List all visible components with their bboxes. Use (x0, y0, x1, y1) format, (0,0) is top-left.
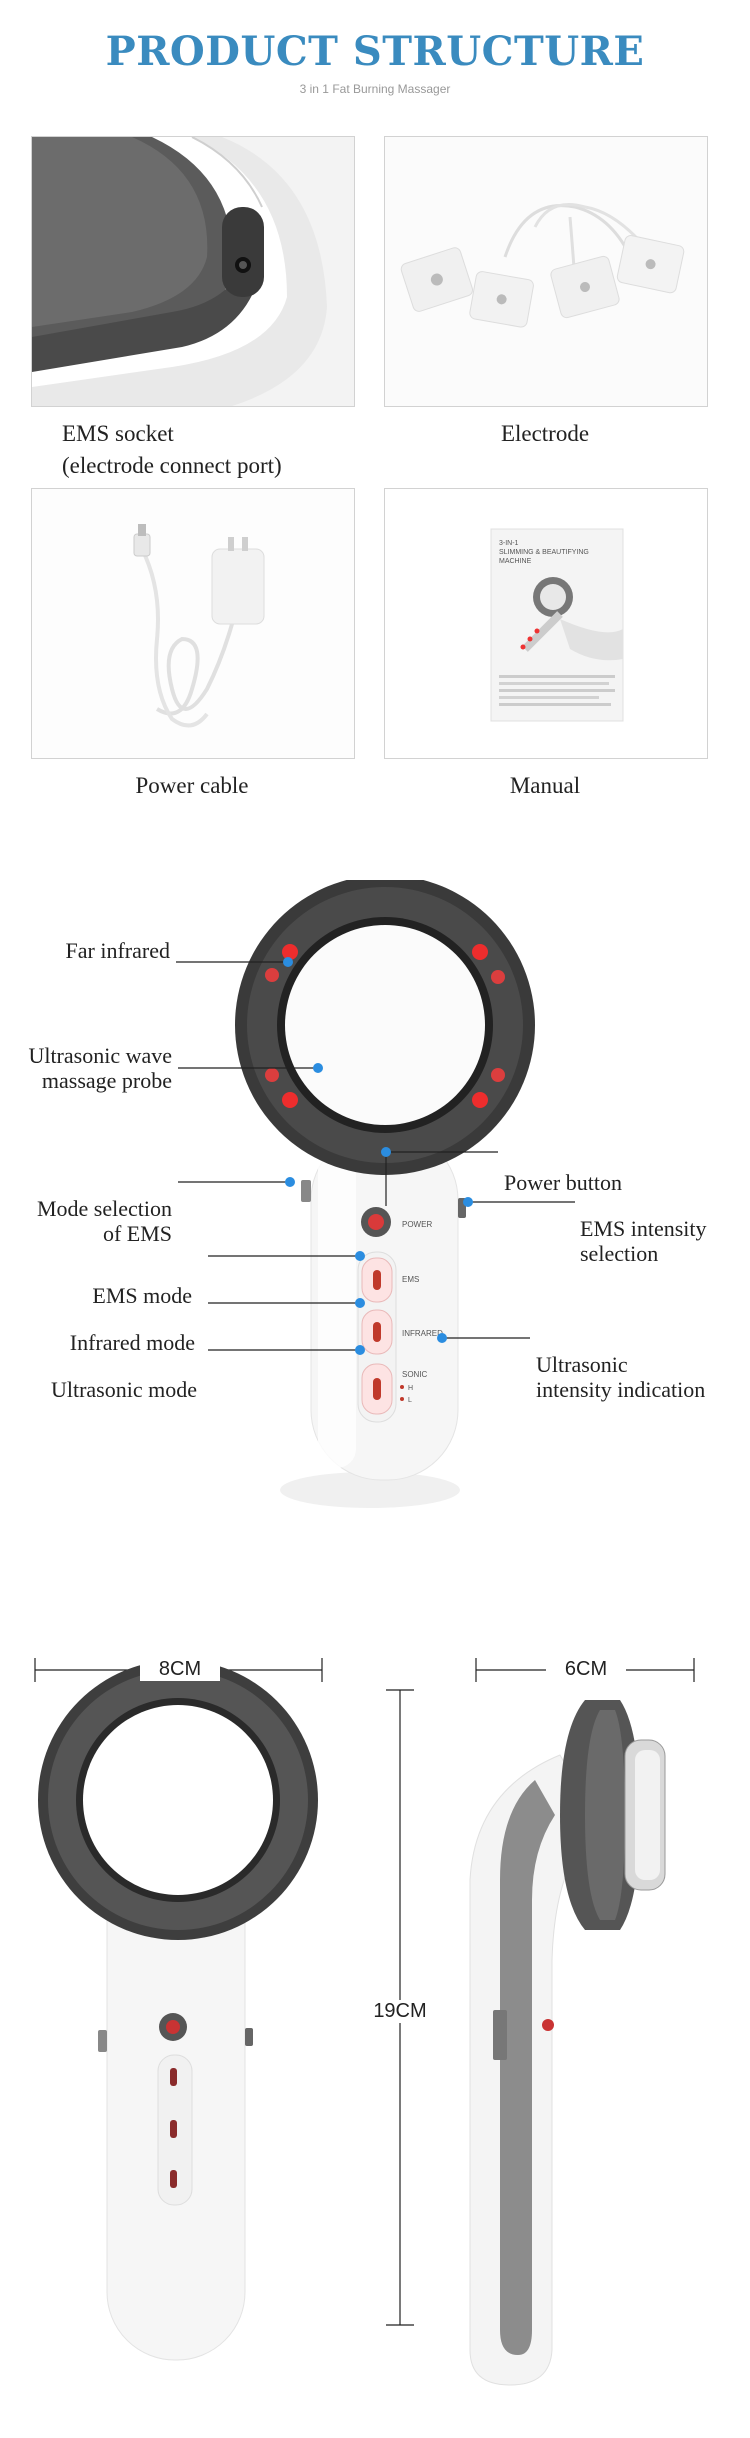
electrode-image (384, 136, 708, 407)
electrode-illustration (385, 137, 707, 406)
manual-caption: Manual (509, 773, 581, 798)
manual-cover-line2: SLIMMING & BEAUTIFYING (499, 549, 589, 556)
label-sonic: SONIC (402, 1370, 428, 1379)
power-cable-caption: Power cable (135, 773, 249, 798)
callout-ems-intensity-line1: EMS intensity (580, 1216, 707, 1241)
device-structure-diagram: POWER EMS INFRARED SONIC H L (176, 880, 575, 1508)
label-ems: EMS (402, 1275, 419, 1284)
manual-cover-line1: 3-IN-1 (499, 540, 519, 547)
callout-mode-selection-line1: Mode selection (36, 1196, 172, 1221)
infrared-mode-button[interactable] (361, 1309, 393, 1355)
ems-socket-caption: EMS socket (electrode connect port) (62, 418, 362, 482)
label-infrared: INFRARED (402, 1329, 443, 1338)
label-h: H (408, 1385, 413, 1392)
ems-socket-image (31, 136, 355, 407)
callout-mode-selection: Mode selection of EMS (0, 1196, 172, 1246)
electrode-caption: Electrode (500, 421, 590, 446)
callout-dots (283, 957, 473, 1355)
ultrasonic-mode-button[interactable] (361, 1363, 393, 1415)
ems-mode-button[interactable] (361, 1257, 393, 1303)
power-cable-illustration (32, 489, 354, 758)
dimensions-diagram (34, 1658, 695, 2386)
callout-power-button: Power button (504, 1170, 622, 1195)
callout-ultrasonic-mode: Ultrasonic mode (50, 1377, 197, 1402)
callout-ultrasonic-probe: Ultrasonic wave massage probe (0, 1043, 172, 1093)
manual-illustration: 3-IN-1 SLIMMING & BEAUTIFYING MACHINE (385, 489, 707, 758)
callout-ultrasonic-probe-line1: Ultrasonic wave (28, 1043, 172, 1068)
ems-socket-caption-line1: EMS socket (62, 421, 174, 446)
ems-socket-caption-line2: (electrode connect port) (62, 453, 282, 478)
page-subtitle: 3 in 1 Fat Burning Massager (299, 82, 451, 96)
callout-mode-selection-line2: of EMS (102, 1221, 172, 1246)
callout-far-infrared: Far infrared (65, 938, 170, 963)
dimension-width-side: 6CM (546, 1658, 626, 1681)
dimension-height: 19CM (354, 2000, 446, 2023)
label-power: POWER (402, 1220, 432, 1229)
ems-socket-illustration (32, 137, 354, 406)
device-front-view (38, 1660, 318, 2361)
device-side-view (469, 1700, 666, 2386)
label-l: L (408, 1397, 412, 1404)
callout-ultrasonic-intensity-line2: intensity indication (536, 1377, 706, 1402)
dimension-width-front: 8CM (140, 1658, 220, 1681)
callout-infrared-mode: Infrared mode (69, 1330, 195, 1355)
callout-ems-intensity-line2: selection (580, 1241, 659, 1266)
callout-ems-intensity: EMS intensity selection (580, 1216, 745, 1266)
callout-ems-mode: EMS mode (92, 1283, 192, 1308)
ems-mode-switch[interactable] (301, 1180, 311, 1202)
page-title: PRODUCT STRUCTURE (105, 28, 645, 75)
callout-ultrasonic-intensity: Ultrasonic intensity indication (536, 1352, 746, 1402)
manual-cover-line3: MACHINE (499, 558, 532, 565)
callout-ultrasonic-intensity-line1: Ultrasonic (536, 1352, 628, 1377)
far-infrared-leds (265, 944, 505, 1108)
manual-image: 3-IN-1 SLIMMING & BEAUTIFYING MACHINE (384, 488, 708, 759)
power-cable-image (31, 488, 355, 759)
callout-ultrasonic-probe-line2: massage probe (41, 1068, 172, 1093)
probe-face (285, 925, 485, 1125)
